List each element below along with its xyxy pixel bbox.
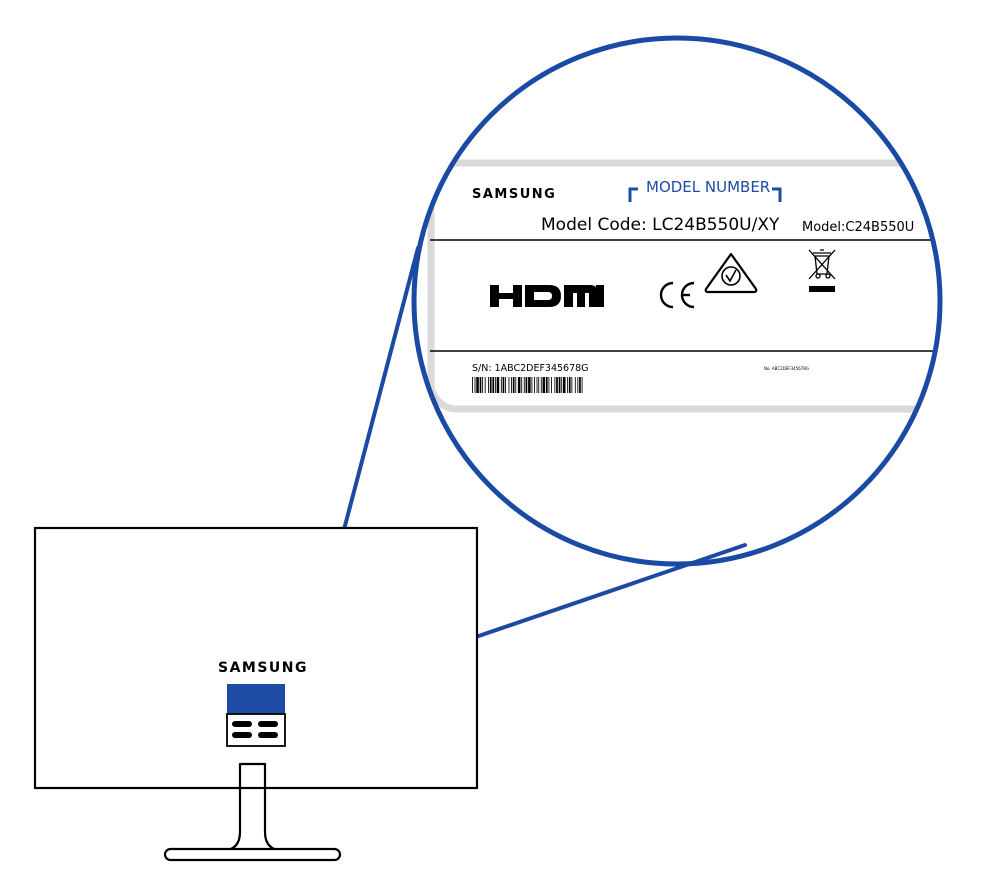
monitor-screen-outline (33, 526, 479, 790)
label-sticker (427, 159, 940, 413)
label-brand-logo: SAMSUNG (472, 187, 557, 202)
serial-number-text: S/N: 1ABC2DEF345678G (472, 363, 589, 374)
hdmi-logo-icon (490, 285, 604, 307)
model-text: Model:C24B550U (802, 220, 915, 235)
model-number-bracket-right (772, 187, 782, 202)
small-code-text: No. ABC2DEF345678G (764, 366, 809, 371)
port-slot-icon (232, 732, 252, 738)
model-code-text: Model Code: LC24B550U/XY (541, 215, 780, 235)
monitor-stand-base (163, 847, 342, 862)
barcode-icon (472, 377, 583, 393)
ce-mark-icon (659, 281, 695, 309)
port-slot-icon (258, 732, 278, 738)
model-number-bracket-left (628, 187, 638, 202)
weee-bin-icon (808, 249, 836, 292)
port-slot-icon (232, 721, 252, 727)
rcm-compliance-icon (704, 252, 758, 294)
monitor-label-port-block (226, 713, 286, 747)
magnifier-circle (411, 35, 943, 567)
monitor-label-blue-block (227, 684, 285, 714)
model-number-callout: MODEL NUMBER (646, 178, 771, 196)
port-slot-icon (258, 721, 278, 727)
monitor-brand-logo: SAMSUNG (218, 660, 309, 676)
